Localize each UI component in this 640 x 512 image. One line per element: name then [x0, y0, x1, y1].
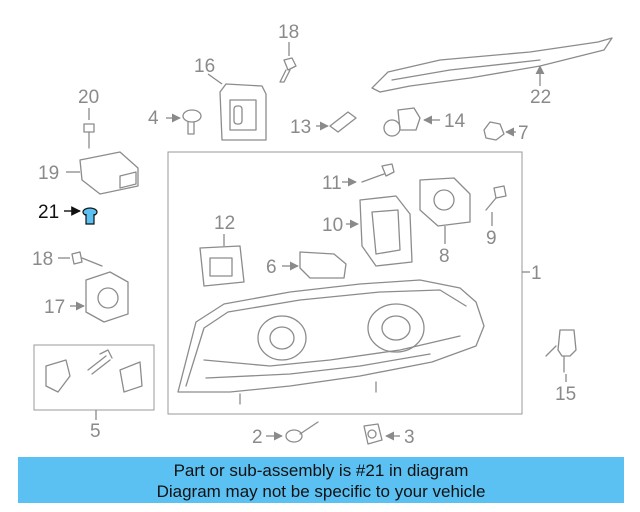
- label-16: 16: [194, 56, 215, 77]
- label-10: 10: [322, 215, 343, 236]
- part-15-bulb: [545, 329, 577, 382]
- label-17: 17: [44, 297, 65, 318]
- part-info-banner: Part or sub-assembly is #21 in diagram D…: [18, 457, 624, 503]
- label-9: 9: [486, 228, 497, 249]
- bracket-kit-frame: [33, 344, 155, 420]
- part-16-control-unit: [207, 73, 267, 141]
- label-12: 12: [214, 213, 235, 234]
- part-2-bolt: [266, 421, 319, 443]
- part-9-bolt: [485, 185, 507, 226]
- label-20: 20: [78, 87, 99, 108]
- part-18-top-bolt: [279, 42, 297, 83]
- label-19: 19: [38, 163, 59, 184]
- label-4: 4: [148, 108, 159, 129]
- part-5-brackets: [45, 349, 143, 393]
- label-11: 11: [322, 173, 342, 194]
- part-20-bolt: [83, 108, 95, 149]
- label-15: 15: [555, 384, 576, 405]
- label-1: 1: [531, 263, 542, 284]
- part-4-screw: [166, 109, 202, 135]
- label-2: 2: [252, 427, 263, 448]
- banner-line-disclaimer: Diagram may not be specific to your vehi…: [156, 482, 486, 501]
- label-14: 14: [444, 111, 466, 132]
- label-18-top: 18: [278, 22, 299, 43]
- part-10-frame: [346, 195, 413, 267]
- label-8: 8: [439, 246, 450, 267]
- part-12-bracket: [199, 234, 245, 287]
- headlamp-assembly-frame: [167, 151, 530, 415]
- label-21-highlighted: 21: [38, 202, 59, 223]
- part-14-bulb: [383, 107, 440, 137]
- part-18-left-bolt: [58, 251, 103, 267]
- part-8-module: [419, 177, 471, 244]
- headlamp-housing: [177, 279, 485, 405]
- part-17-control-unit: [70, 271, 129, 323]
- part-13-clip: [316, 111, 357, 133]
- part-6-socket: [282, 251, 347, 279]
- label-5: 5: [90, 421, 101, 442]
- label-22: 22: [530, 87, 551, 108]
- banner-line-part-number: Part or sub-assembly is #21 in diagram: [173, 461, 469, 480]
- label-18-left: 18: [32, 249, 53, 270]
- part-19-module: [66, 151, 139, 195]
- part-22-trim-strip: [371, 37, 613, 93]
- label-6: 6: [266, 257, 277, 278]
- part-11-bolt: [342, 163, 395, 187]
- part-7-cap: [483, 121, 516, 141]
- part-3-nut: [363, 423, 400, 445]
- label-13: 13: [290, 117, 311, 138]
- label-3: 3: [404, 427, 415, 448]
- part-21-screw-highlighted: [64, 206, 98, 225]
- label-7: 7: [518, 123, 529, 144]
